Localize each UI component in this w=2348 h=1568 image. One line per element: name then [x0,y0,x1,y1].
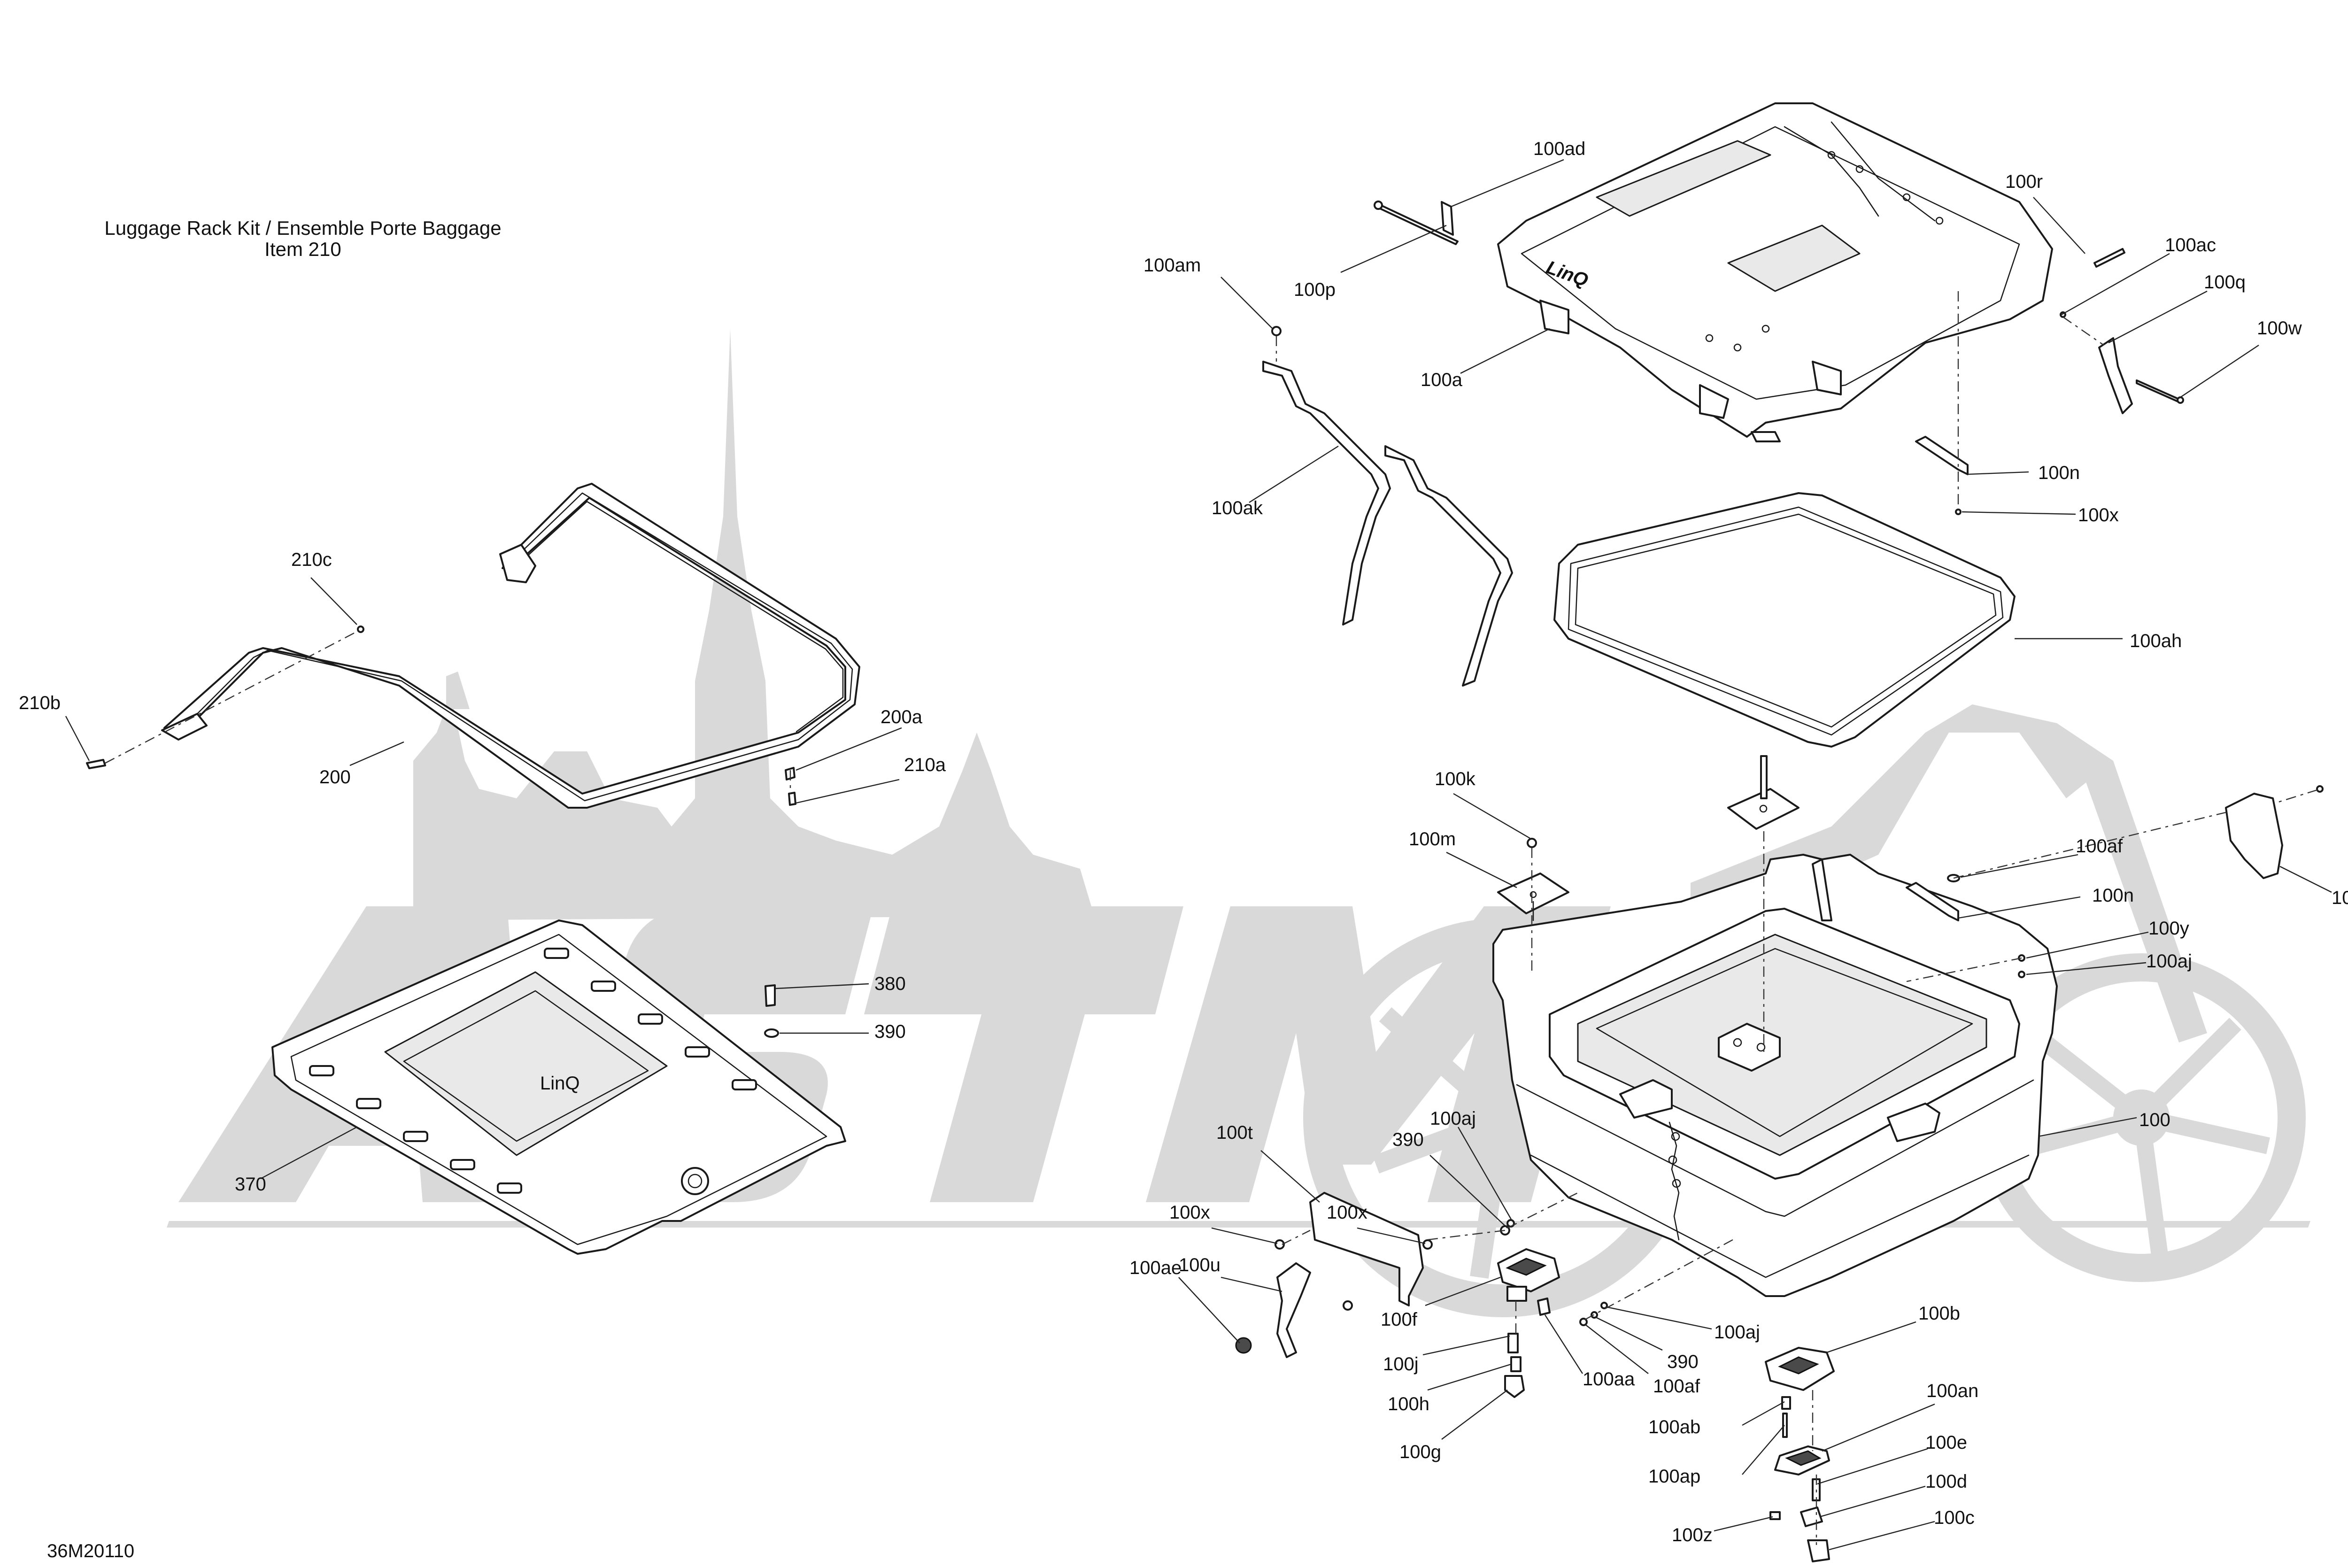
callout-390-mid: 390 [1392,1129,1424,1150]
callout-100ak: 100ak [1212,498,1263,518]
floor-plate-top [1727,755,1800,1057]
callout-100z: 100z [1672,1525,1713,1545]
callout-370: 370 [235,1174,266,1195]
callout-100n-top: 100n [2038,463,2080,483]
center-hardware [1427,1192,1578,1241]
callout-100am: 100am [1143,255,1201,276]
callout-390-left: 390 [874,1021,906,1042]
callout-100aj-right: 100aj [2146,951,2192,972]
callout-100q: 100q [2204,272,2246,293]
lid-hinge-pin [1374,201,1459,245]
callout-100e: 100e [1925,1432,1967,1453]
callout-100r: 100r [2005,171,2043,192]
callout-100w: 100w [2257,318,2302,339]
diagram-code: 36M20110 [47,1541,134,1561]
callout-100: 100 [2139,1110,2170,1130]
callout-100m: 100m [1409,829,1456,850]
lock-assembly-right [1765,1347,1835,1562]
callout-100an: 100an [1926,1381,1978,1401]
luggage-rack-frame [161,483,860,809]
callout-100a: 100a [1421,370,1463,390]
callout-100s: 100s [2332,888,2348,908]
callout-100ap: 100ap [1648,1466,1700,1487]
callout-210a: 210a [904,755,946,775]
callout-100c: 100c [1934,1507,1975,1528]
callout-100aa: 100aa [1583,1369,1635,1390]
callout-200: 200 [319,767,351,788]
kit-header: Luggage Rack Kit / Ensemble Porte Baggag… [104,217,501,260]
lock-assembly-left [1497,1248,1560,1398]
callout-100af-right: 100af [2076,836,2123,857]
callout-210b: 210b [19,693,61,713]
callout-100ah: 100ah [2130,631,2182,651]
kit-fasteners [86,626,796,806]
callout-100x-left: 100x [1169,1202,1210,1223]
callout-100ae: 100ae [1129,1258,1182,1278]
callout-200a: 200a [880,707,923,727]
watermark-city-skyline [413,329,1094,920]
callout-100d: 100d [1925,1471,1967,1492]
callout-100ad: 100ad [1533,139,1585,159]
callout-100y: 100y [2148,918,2189,939]
callout-100u: 100u [1179,1255,1220,1275]
case-seal [1553,492,2016,748]
callout-100g: 100g [1399,1442,1441,1462]
callout-100aj-mid: 100aj [1430,1108,1476,1129]
mounting-platform: LinQ [271,919,846,1255]
callout-100b: 100b [1918,1303,1960,1324]
callout-100x-mid: 100x [1327,1202,1367,1223]
top-case-lid: LinQ [1497,102,2053,442]
callout-100ac: 100ac [2165,235,2216,255]
callout-380: 380 [874,973,906,994]
floor-plate-100m [1497,838,1569,972]
platform-logo: LinQ [540,1073,580,1094]
side-hardware-right [1906,811,2226,982]
tether-straps [1262,326,1513,687]
case-inner-bracket [1718,1023,1781,1072]
lid-bracket-100n [1915,291,1969,515]
latch-bracket-100t [1274,1192,1433,1311]
leader-lines [65,159,2332,1551]
callout-labels: 100ad 100r 100ac 100q 100w 100am 100p 10… [19,139,2348,1545]
lock-hardware-bottom [1537,1239,1733,1326]
callout-100f: 100f [1381,1309,1418,1330]
callout-100k: 100k [1435,769,1476,789]
latch-lever-100u [1235,1262,1311,1358]
top-case-body [1492,854,2058,1297]
callout-100aj-bottom: 100aj [1714,1322,1760,1343]
side-bracket-100s [2225,785,2324,879]
kit-item-number: Item 210 [264,238,341,260]
callout-210c: 210c [291,549,332,570]
callout-100x-top: 100x [2078,505,2119,525]
platform-bolt-380 [764,984,779,1038]
platform-slots [309,948,757,1194]
case-latch-chain [1668,1121,1681,1241]
callout-100af-bottom: 100af [1653,1376,1700,1397]
lid-holes [1705,151,1944,352]
callout-390-bottom: 390 [1667,1352,1699,1372]
callout-100t: 100t [1216,1122,1253,1143]
callout-100ab: 100ab [1648,1417,1700,1437]
kit-title: Luggage Rack Kit / Ensemble Porte Baggag… [104,217,501,239]
callout-100j: 100j [1383,1354,1419,1375]
callout-100n-mid: 100n [2092,885,2134,906]
callout-100h: 100h [1388,1394,1429,1414]
lid-right-hardware [2060,248,2184,414]
callout-100p: 100p [1294,279,1336,300]
